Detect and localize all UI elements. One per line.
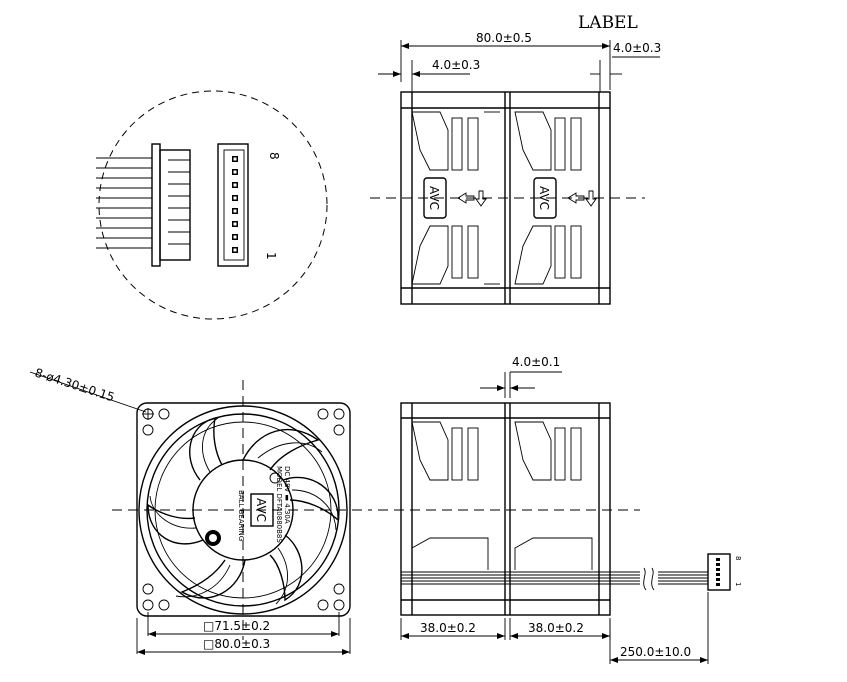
hub-model: MODEL DFTA0880B8S [275,466,283,543]
dim-depth-left: 38.0±0.2 [420,621,476,635]
dim-hole-pitch: □71.5±0.2 [203,619,270,633]
hub-rating: DC 48V ▬ 4.30A [283,466,291,524]
side-pin-8: 8 [734,556,742,560]
dim-lead-length: 250.0±10.0 [620,645,691,659]
top-view: LABEL 80.0±0.5 4.0±0.3 4.0±0.3 [370,13,661,305]
pin-1-label: 1 [264,252,278,260]
badge-right-brand: AVC [537,186,551,210]
connector-detail: 8 1 [96,90,328,320]
front-view: 8-ø4.30±0.15 [29,366,372,655]
pin-8-label: 8 [267,152,281,160]
side-pin-1: 1 [734,582,742,586]
side-view: 4.0±0.1 [378,355,742,664]
dim-frame-size: □80.0±0.3 [203,637,270,651]
dim-hole-callout: 8-ø4.30±0.15 [33,366,116,405]
hub-bearing: BALL BEARING [237,490,245,541]
dim-overall-width: 80.0±0.5 [476,31,532,45]
dim-rib-right: 4.0±0.3 [613,41,661,55]
dim-gap: 4.0±0.1 [512,355,560,369]
dim-depth-right: 38.0±0.2 [528,621,584,635]
label-caption: LABEL [578,13,638,33]
dim-rib-left: 4.0±0.3 [432,58,480,72]
